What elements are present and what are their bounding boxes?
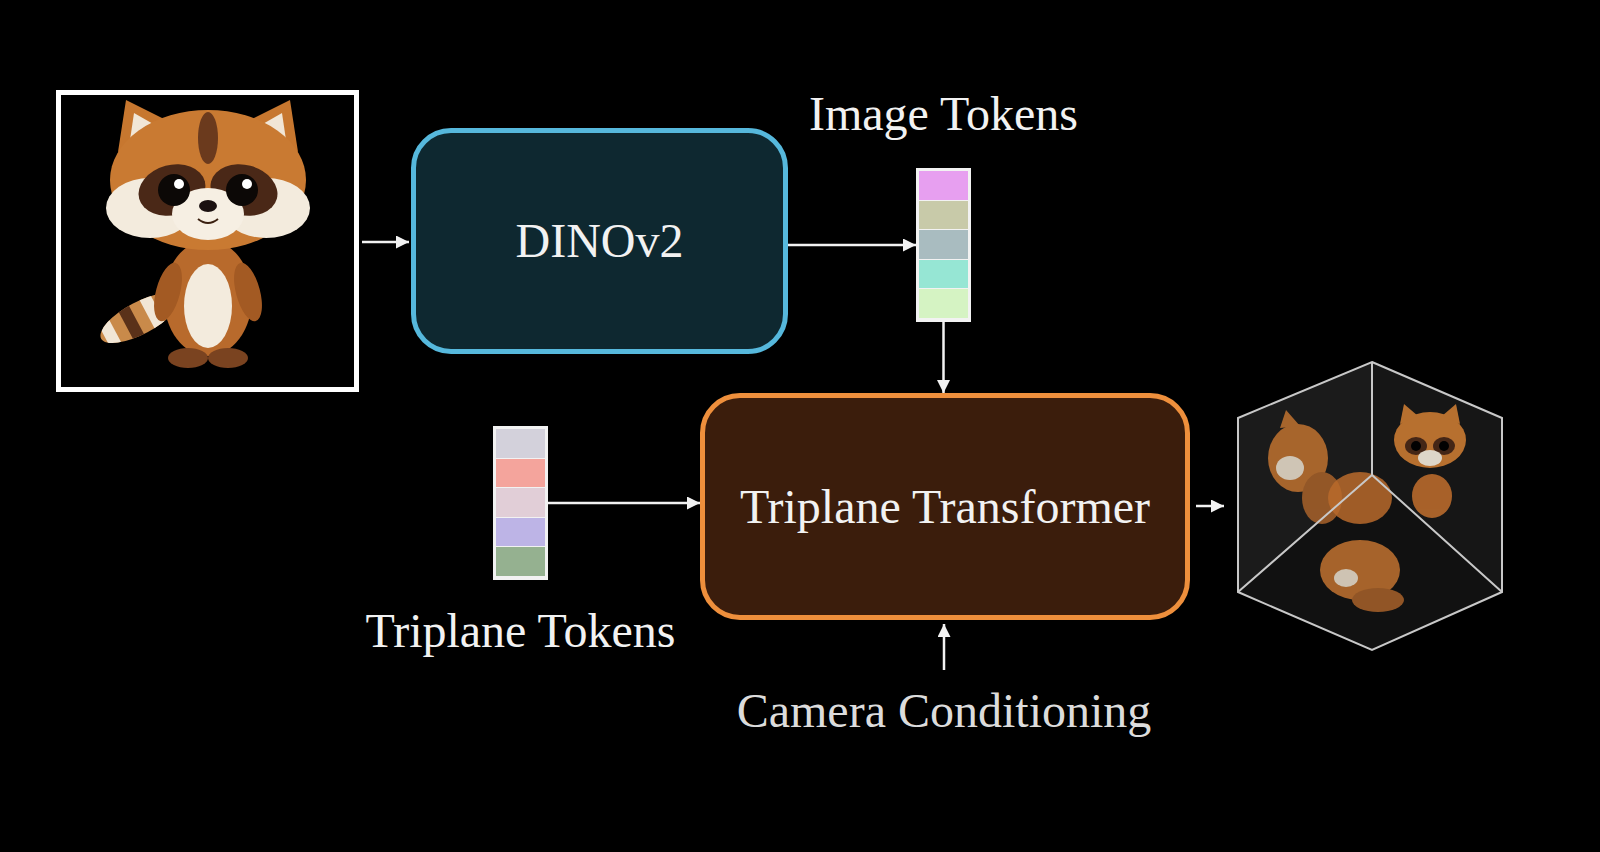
token-cell	[496, 488, 545, 518]
flow-arrow	[942, 322, 945, 393]
flow-arrow	[788, 244, 916, 247]
token-heading: Triplane Tokens	[366, 603, 676, 658]
raccoon-figure-part	[198, 219, 218, 223]
plane-raccoon-part	[1412, 474, 1452, 518]
raccoon-tail-part	[82, 289, 140, 383]
token-cell	[919, 201, 968, 231]
plane-raccoon-part	[1442, 404, 1460, 424]
raccoon-figure-part	[174, 179, 184, 189]
token-cell	[496, 518, 545, 548]
input-label: Camera Conditioning	[737, 683, 1152, 738]
plane-raccoon	[1394, 404, 1466, 518]
output-arrow	[1196, 505, 1224, 508]
token-cell	[496, 547, 545, 577]
raccoon-figure-part	[158, 174, 190, 206]
token-cell	[496, 429, 545, 459]
box-title: Triplane Transformer	[740, 479, 1150, 534]
plane-raccoon-part	[1352, 588, 1404, 612]
encoder-box: DINOv2	[411, 128, 788, 354]
token-cell	[496, 459, 545, 489]
token-cell	[919, 171, 968, 201]
plane-raccoon-part	[1439, 441, 1449, 451]
plane-raccoon-part	[1280, 410, 1300, 428]
plane-raccoon-part	[1334, 569, 1358, 587]
raccoon-figure-part	[184, 264, 232, 348]
raccoon-figure-part	[168, 348, 208, 368]
transformer-box: Triplane Transformer	[700, 393, 1190, 620]
raccoon-figure-part	[208, 348, 248, 368]
token-cell	[919, 260, 968, 290]
token-cell	[919, 289, 968, 319]
raccoon-tail-part	[103, 277, 161, 371]
raccoon-figure-part	[226, 174, 258, 206]
token-cell	[919, 230, 968, 260]
raccoon-figure-part	[149, 260, 188, 324]
input-image	[59, 93, 357, 390]
input-arrow	[362, 241, 409, 244]
triplane-cube-part	[1238, 362, 1502, 650]
token-column: Triplane Tokens	[493, 426, 548, 580]
conditioning-arrow	[943, 624, 946, 670]
raccoon-figure	[106, 100, 310, 368]
raccoon-figure-part	[242, 179, 252, 189]
flow-arrow	[548, 502, 700, 505]
box-title: DINOv2	[516, 213, 684, 268]
raccoon-figure-part	[199, 200, 217, 212]
triplane-cube	[1238, 362, 1502, 650]
plane-raccoon-part	[1400, 404, 1418, 424]
token-column: Image Tokens	[916, 168, 971, 322]
input-image-part	[59, 93, 357, 390]
triplane-cube-part	[1238, 362, 1502, 650]
raccoon-figure-part	[198, 112, 218, 164]
raccoon-figure-part	[229, 260, 268, 324]
plane-raccoon-part	[1328, 472, 1392, 524]
plane-raccoon-part	[1411, 441, 1421, 451]
token-heading: Image Tokens	[809, 86, 1078, 141]
plane-raccoon-part	[1276, 456, 1304, 480]
triplane-cube-part	[1238, 362, 1502, 592]
plane-raccoon-part	[1418, 450, 1442, 466]
